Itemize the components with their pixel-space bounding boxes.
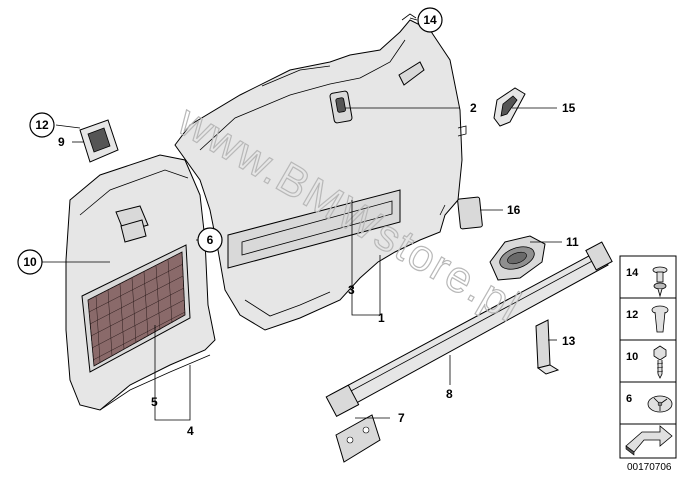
label-11: 11 xyxy=(566,235,579,249)
hook xyxy=(493,87,526,127)
label-4: 4 xyxy=(187,424,194,438)
callout-12: 12 xyxy=(29,112,55,138)
label-15: 15 xyxy=(562,101,576,115)
label-5: 5 xyxy=(151,395,158,409)
label-2: 2 xyxy=(470,101,477,115)
label-7: 7 xyxy=(398,411,405,425)
label-9: 9 xyxy=(58,135,65,149)
cover-cap xyxy=(457,196,483,230)
screw-icon xyxy=(652,266,668,298)
expanding-rivet-icon xyxy=(651,305,669,333)
callout-6: 6 xyxy=(197,227,223,253)
trim-strip xyxy=(325,241,613,418)
svg-text:10: 10 xyxy=(626,351,638,363)
label-16: 16 xyxy=(507,203,521,217)
angle-bracket xyxy=(535,319,560,375)
handle-bezel xyxy=(79,119,119,163)
label-13: 13 xyxy=(562,334,576,348)
reference-number: 00170706 xyxy=(627,462,672,473)
label-1: 1 xyxy=(378,311,385,325)
hex-screw-icon xyxy=(653,345,667,379)
callout-10: 10 xyxy=(17,249,43,275)
leader-lines xyxy=(42,17,562,421)
arrow-icon xyxy=(625,425,673,456)
svg-text:14: 14 xyxy=(423,13,437,27)
speaker-cover xyxy=(489,235,546,281)
trunk-side-trim-left xyxy=(65,154,216,411)
fastener-legend: 14 12 10 6 xyxy=(619,255,677,459)
label-8: 8 xyxy=(446,387,453,401)
svg-text:6: 6 xyxy=(207,233,214,247)
svg-text:12: 12 xyxy=(35,118,49,132)
label-3: 3 xyxy=(348,283,355,297)
svg-text:14: 14 xyxy=(626,267,639,279)
svg-text:6: 6 xyxy=(626,393,632,405)
svg-text:12: 12 xyxy=(626,309,638,321)
svg-text:10: 10 xyxy=(23,255,37,269)
trunk-side-trim-right xyxy=(174,13,467,331)
luggage-net xyxy=(87,251,186,367)
mounting-bracket xyxy=(335,414,381,463)
callout-14: 14 xyxy=(417,7,443,33)
clip-nut-icon xyxy=(647,395,673,413)
